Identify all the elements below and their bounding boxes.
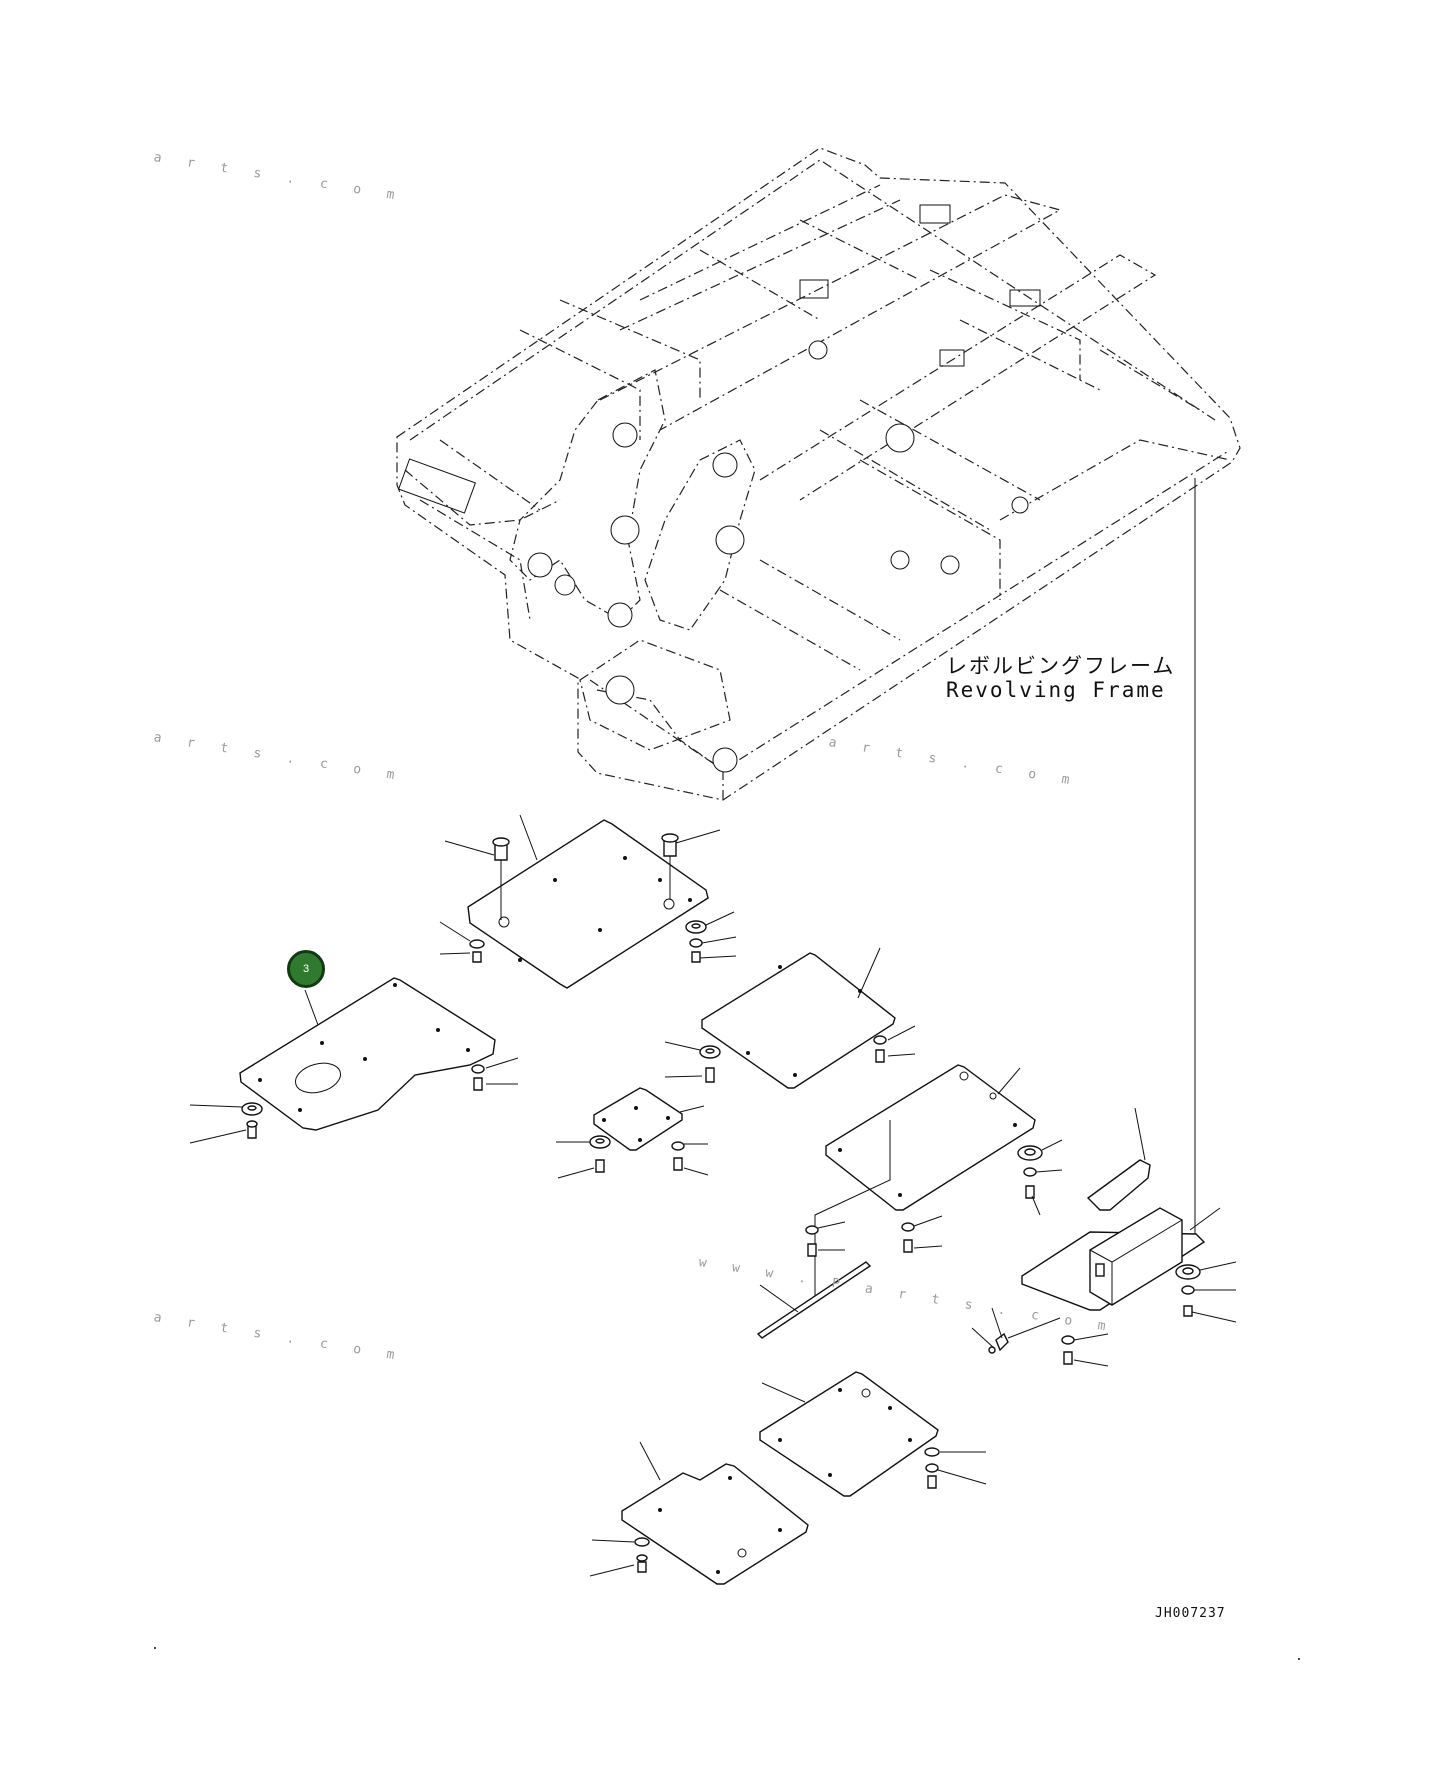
washer-nut-plate3-right[interactable] xyxy=(471,1057,519,1091)
bolt-pin-left[interactable] xyxy=(444,837,510,920)
washer-nut-top-right[interactable] xyxy=(685,911,737,963)
washer-nut-bottom-left[interactable] xyxy=(589,1537,650,1577)
washer-nut-plate3-left[interactable] xyxy=(189,1102,263,1144)
floor-plate-3[interactable] xyxy=(239,977,496,1131)
bolt-pin-right[interactable] xyxy=(661,829,721,900)
floor-plate-bottom-left[interactable] xyxy=(621,1441,809,1585)
revolving-frame-drawing xyxy=(396,147,1241,801)
washer-nut-box-bottom[interactable] xyxy=(1061,1333,1109,1367)
rod[interactable] xyxy=(756,1261,872,1339)
washer-nut-bottom-right[interactable] xyxy=(924,1447,987,1489)
washer-nut-small-right[interactable] xyxy=(671,1141,709,1176)
floor-plate-bottom-right[interactable] xyxy=(759,1371,939,1497)
floor-plate-top[interactable] xyxy=(467,814,709,989)
clip-fastener[interactable] xyxy=(971,1307,1061,1354)
drawing-number: JH007237 xyxy=(1155,1606,1226,1621)
washer-nut-right-upper-right[interactable] xyxy=(873,1025,916,1063)
washer-nut-top-left[interactable] xyxy=(439,921,485,963)
washer-nut-rod[interactable] xyxy=(805,1221,846,1257)
floor-plate-right-upper[interactable] xyxy=(701,947,896,1089)
washer-nut-right-upper-left[interactable] xyxy=(664,1041,721,1083)
frame-label-japanese: レボルビングフレーム xyxy=(946,654,1176,678)
washer-nut-right-lower-bottom[interactable] xyxy=(901,1215,943,1253)
washer-nut-box-right[interactable] xyxy=(1175,1261,1237,1323)
callout-number: 3 xyxy=(302,963,310,975)
battery-box-assembly[interactable] xyxy=(1021,1207,1221,1311)
small-cover-plate[interactable] xyxy=(593,1087,705,1151)
frame-label-english: Revolving Frame xyxy=(946,678,1166,702)
washer-nut-small-left[interactable] xyxy=(556,1135,611,1179)
callout-3[interactable]: 3 xyxy=(287,950,325,988)
floor-plate-right-lower[interactable] xyxy=(814,1064,1036,1300)
cover-strip[interactable] xyxy=(1086,1107,1151,1211)
washer-nut-right-lower-right[interactable] xyxy=(1017,1139,1063,1216)
